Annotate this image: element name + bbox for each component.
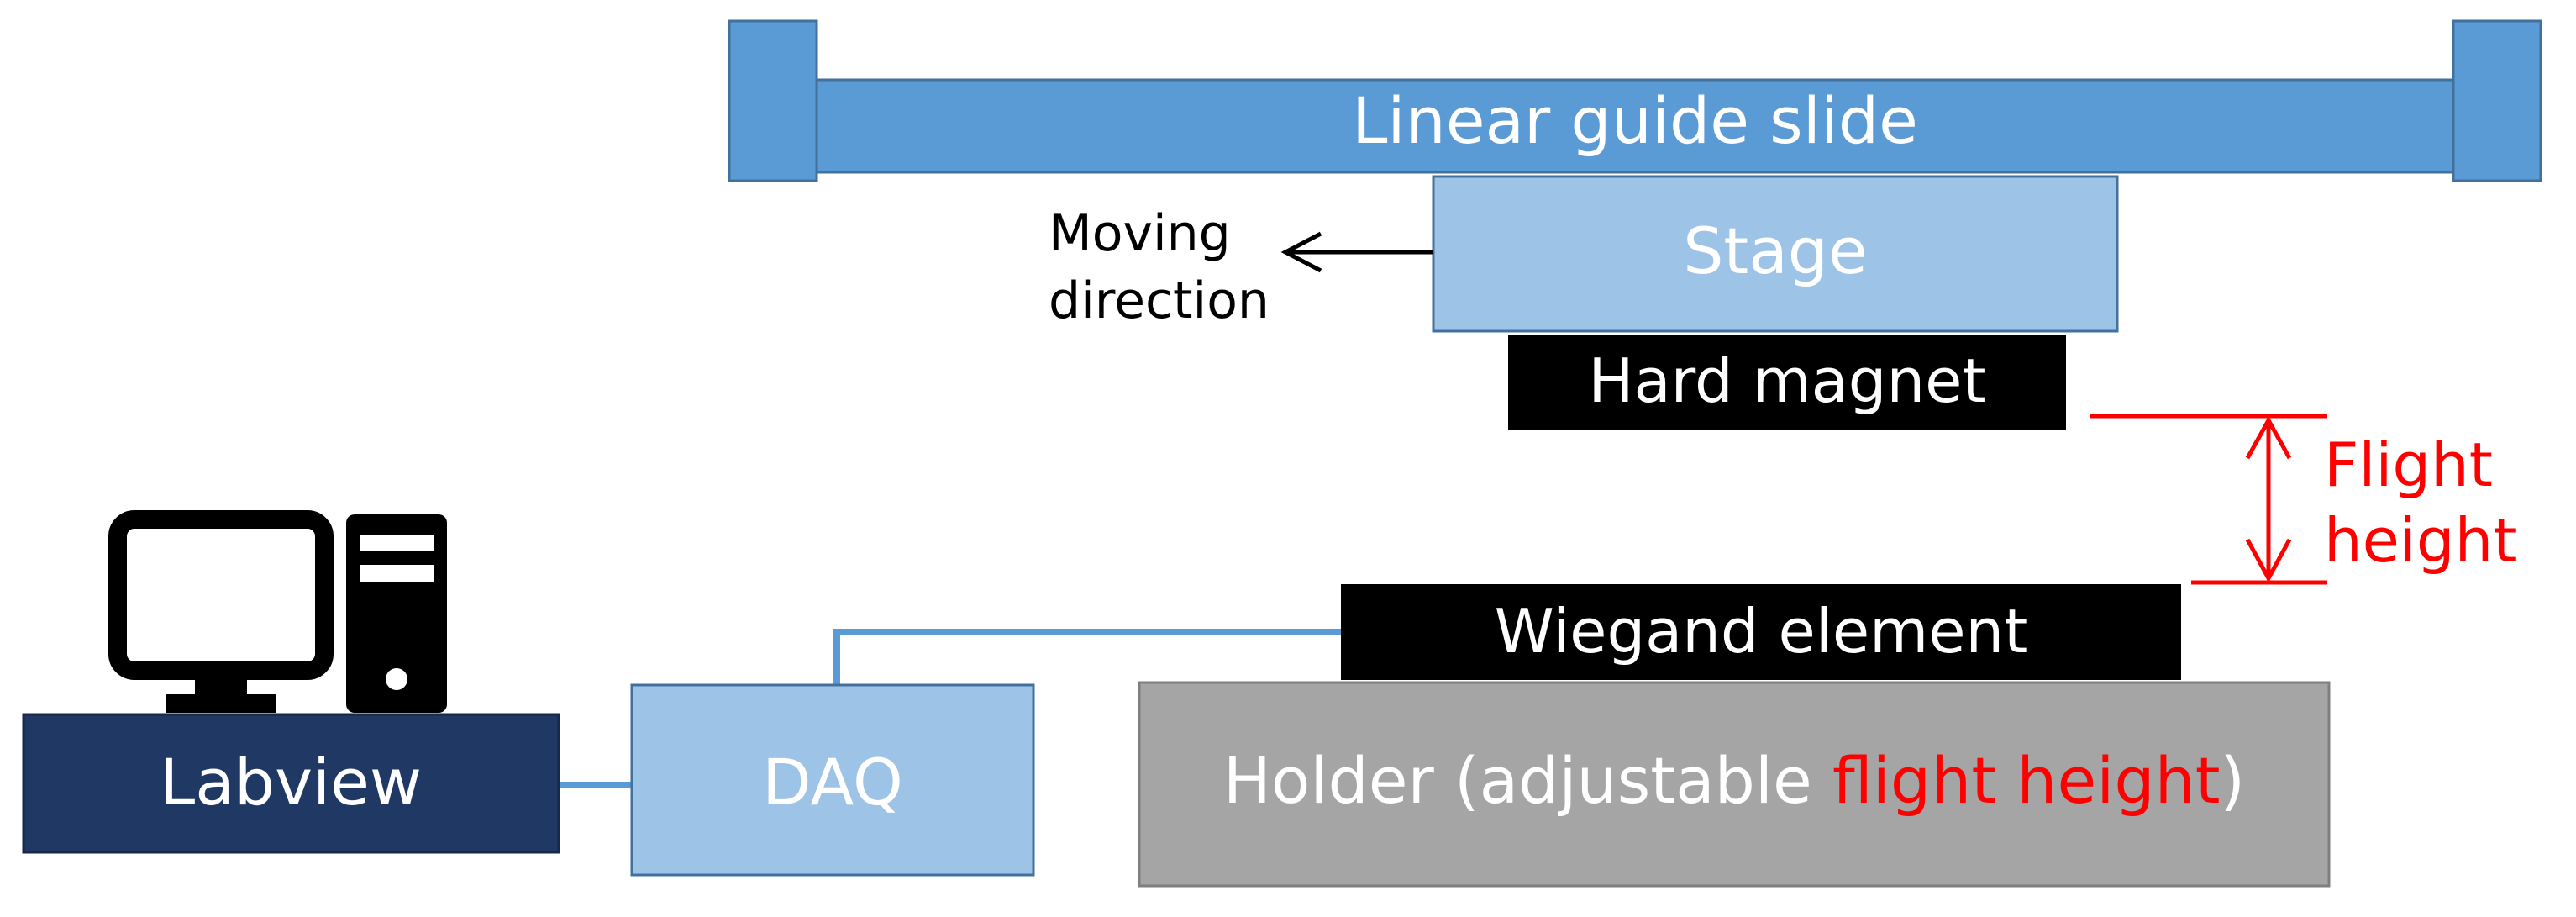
holder-label-prefix: Holder (adjustable [1223, 743, 1832, 818]
moving-direction-arrow [1280, 231, 1433, 273]
holder: Holder (adjustable flight height) [1138, 681, 2331, 888]
flight-height-label-line2: height [2324, 505, 2517, 576]
hard-magnet-label: Hard magnet [1588, 345, 1985, 416]
daq: DAQ [630, 683, 1035, 877]
desktop-computer-icon [108, 510, 447, 713]
labview: Labview [22, 713, 560, 854]
daq-label: DAQ [762, 745, 903, 820]
linear-guide-slide: Linear guide slide [728, 19, 2542, 182]
linear-guide-label: Linear guide slide [1352, 83, 1918, 158]
wiegand-daq-cable [833, 629, 1341, 685]
wiegand-element-label: Wiegand element [1495, 596, 2028, 667]
flight-height-label-line1: Flight [2324, 430, 2493, 500]
stage-label: Stage [1683, 213, 1868, 288]
wiegand-element: Wiegand element [1341, 584, 2181, 680]
hard-magnet: Hard magnet [1508, 335, 2066, 430]
stage: Stage [1432, 175, 2119, 333]
holder-label-highlight: flight height [1832, 743, 2221, 818]
holder-label-suffix: ) [2221, 743, 2246, 818]
moving-direction-label-line1: Moving [1049, 204, 1231, 263]
flight-height-indicator [2090, 414, 2327, 585]
holder-label: Holder (adjustable flight height) [1223, 743, 2245, 818]
labview-label: Labview [160, 745, 422, 820]
moving-direction-label-line2: direction [1049, 271, 1270, 330]
